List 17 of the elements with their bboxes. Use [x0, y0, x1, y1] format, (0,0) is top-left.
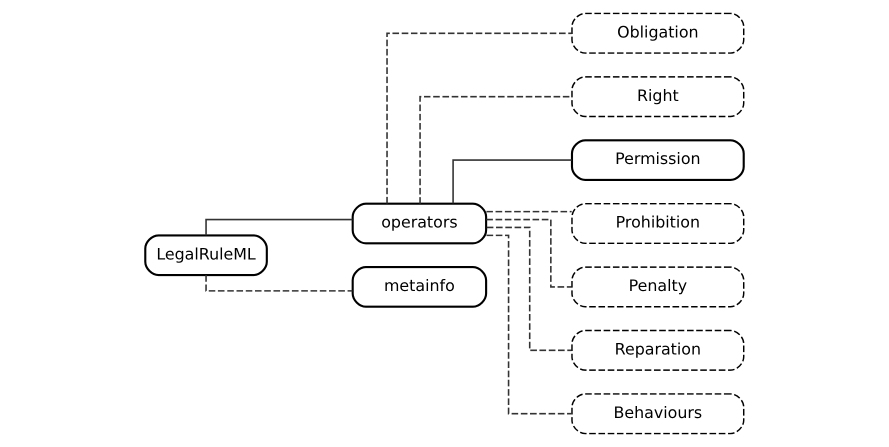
node-box: Behaviours	[571, 393, 744, 434]
node-box: operators	[352, 202, 488, 244]
connector	[486, 234, 572, 415]
connector	[386, 32, 572, 204]
node-box: Prohibition	[571, 202, 744, 244]
connector	[452, 159, 572, 204]
connector	[486, 218, 572, 288]
node-box: Permission	[570, 139, 745, 181]
node-box: metainfo	[352, 266, 488, 308]
node-box: Reparation	[571, 330, 744, 371]
node-box: Penalty	[571, 266, 744, 308]
node-box: Obligation	[571, 12, 744, 54]
connector	[419, 96, 572, 204]
connector	[486, 210, 572, 212]
node-box: LegalRuleML	[144, 234, 268, 276]
node-box: Right	[571, 76, 744, 118]
connector	[486, 226, 572, 352]
